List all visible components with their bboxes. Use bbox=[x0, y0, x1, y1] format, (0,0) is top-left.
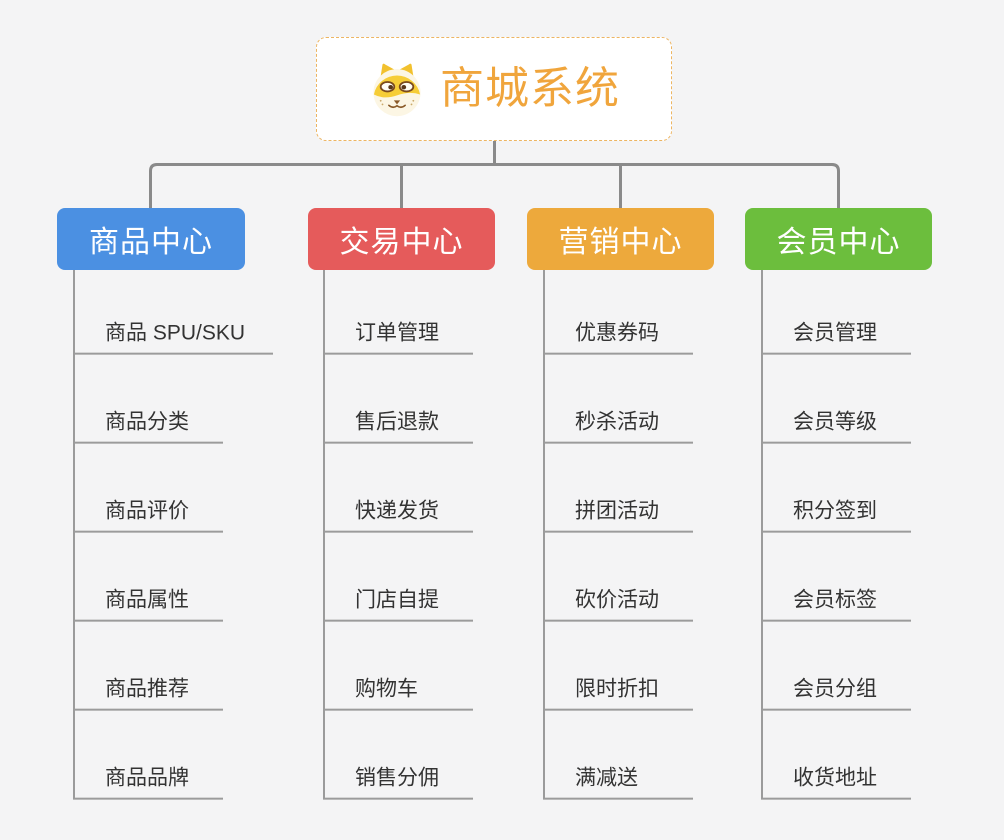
leaf-node[interactable]: 会员等级 bbox=[761, 409, 911, 444]
branch-node-marketing-center[interactable]: 营销中心 bbox=[527, 208, 714, 270]
leaf-node[interactable]: 商品评价 bbox=[73, 498, 223, 533]
leaf-node[interactable]: 商品属性 bbox=[73, 587, 223, 622]
leaf-node[interactable]: 订单管理 bbox=[323, 320, 473, 355]
leaf-node[interactable]: 商品品牌 bbox=[73, 765, 223, 800]
leaf-node[interactable]: 商品推荐 bbox=[73, 676, 223, 711]
branch-label: 会员中心 bbox=[776, 226, 901, 259]
leaf-node[interactable]: 满减送 bbox=[543, 765, 693, 800]
leaf-node[interactable]: 购物车 bbox=[323, 676, 473, 711]
leaf-node[interactable]: 优惠券码 bbox=[543, 320, 693, 355]
leaf-node[interactable]: 收货地址 bbox=[761, 765, 911, 800]
leaf-node[interactable]: 限时折扣 bbox=[543, 676, 693, 711]
branch-node-trade-center[interactable]: 交易中心 bbox=[308, 208, 495, 270]
leaf-node[interactable]: 商品分类 bbox=[73, 409, 223, 444]
leaf-node[interactable]: 门店自提 bbox=[323, 587, 473, 622]
leaf-node[interactable]: 积分签到 bbox=[761, 498, 911, 533]
branch-label: 商品中心 bbox=[89, 226, 213, 259]
leaf-node[interactable]: 销售分佣 bbox=[323, 765, 473, 800]
leaf-node[interactable]: 秒杀活动 bbox=[543, 409, 693, 444]
leaf-node[interactable]: 售后退款 bbox=[323, 409, 473, 444]
leaf-node[interactable]: 快递发货 bbox=[323, 498, 473, 533]
leaf-column-trade: 订单管理 售后退款 快递发货 门店自提 购物车 销售分佣 bbox=[323, 270, 563, 804]
branch-label: 交易中心 bbox=[339, 226, 464, 259]
leaf-node[interactable]: 会员管理 bbox=[761, 320, 911, 355]
branch-node-product-center[interactable]: 商品中心 bbox=[57, 208, 245, 270]
root-node[interactable]: 商城系统 bbox=[316, 37, 672, 141]
branch-node-member-center[interactable]: 会员中心 bbox=[745, 208, 932, 270]
leaf-column-member: 会员管理 会员等级 积分签到 会员标签 会员分组 收货地址 bbox=[761, 270, 1001, 804]
leaf-node[interactable]: 拼团活动 bbox=[543, 498, 693, 533]
branch-label: 营销中心 bbox=[558, 226, 683, 259]
leaf-node[interactable]: 商品 SPU/SKU bbox=[73, 320, 274, 355]
root-title: 商城系统 bbox=[440, 64, 620, 113]
leaf-column-marketing: 优惠券码 秒杀活动 拼团活动 砍价活动 限时折扣 满减送 bbox=[543, 270, 783, 804]
leaf-node[interactable]: 砍价活动 bbox=[543, 587, 693, 622]
dog-face-icon bbox=[373, 63, 421, 117]
leaf-node[interactable]: 会员分组 bbox=[761, 676, 911, 711]
leaf-column-product: 商品 SPU/SKU 商品分类 商品评价 商品属性 商品推荐 商品品牌 bbox=[73, 270, 313, 804]
leaf-node[interactable]: 会员标签 bbox=[761, 587, 911, 622]
